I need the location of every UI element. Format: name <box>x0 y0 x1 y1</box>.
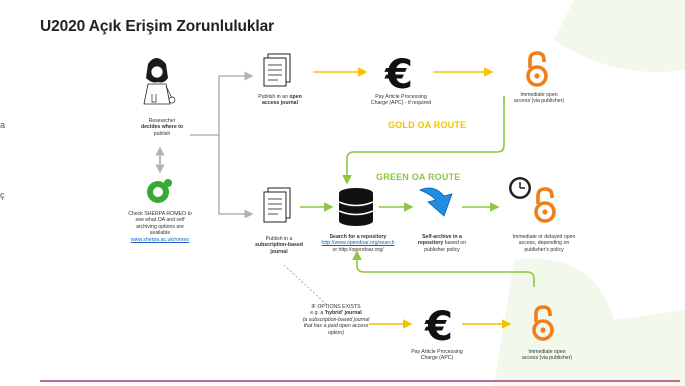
repository-caption: Search for a repository http://www.opend… <box>320 234 396 253</box>
immediate-top-line2: access (via publisher) <box>513 98 565 105</box>
apc-top-line1: Pay Article Processing <box>375 94 427 100</box>
open-access-icon-bottom <box>532 305 554 341</box>
self-archive-line2b: based on <box>444 240 467 247</box>
arrow-to-subscription-journal <box>218 135 254 219</box>
diagram-graphics: € <box>143 0 685 386</box>
sherpa-line4: available <box>149 230 171 237</box>
edge-char-a: a <box>0 120 6 130</box>
green-return-connector <box>352 250 535 287</box>
subscription-line1: Publish in a <box>265 236 293 242</box>
hybrid-line4: that has a paid open access <box>303 323 369 330</box>
self-archive-line3: publisher policy <box>424 246 460 253</box>
immediate-bottom-caption: Immediate open access (via publisher) <box>514 349 580 362</box>
bg-shape-bottom <box>494 258 685 386</box>
apc-bottom-line2: Charge (APC) <box>420 355 454 362</box>
hybrid-line2a: e.g. a <box>310 310 324 317</box>
subscription-line2: subscription-based <box>255 242 303 249</box>
hybrid-line3: (a subscription-based journal <box>302 316 370 323</box>
open-journal-line2: access journal <box>261 100 299 107</box>
immediate-top-line1: Immediate open <box>520 92 558 98</box>
open-journal-line1: Publish in an <box>258 94 288 100</box>
open-access-icon-middle <box>534 187 556 223</box>
bottom-accent-rule <box>40 380 680 382</box>
researcher-line3: publish <box>153 130 171 137</box>
gold-oa-route-label: GOLD OA ROUTE <box>388 120 467 130</box>
sherpa-romeo-icon <box>147 179 172 203</box>
delayed-line2: access, depending on <box>518 240 570 247</box>
clock-icon <box>509 177 531 199</box>
apc-top-line2: Charge (APC) - if required <box>370 100 432 107</box>
hybrid-caption: IF OPTIONS EXISTS e.g. a 'hybrid' journa… <box>296 304 376 336</box>
slide: U2020 Açık Erişim Zorunluluklar <box>14 0 685 386</box>
green-oa-route-label: GREEN OA ROUTE <box>376 172 461 182</box>
delayed-line1: Immediate or delayed open <box>512 234 576 240</box>
sherpa-line1: Check SHERPA ROMEO to <box>128 211 192 217</box>
sherpa-line3: archiving options are <box>136 223 184 230</box>
self-archive-line2: repository <box>417 240 444 247</box>
hybrid-line5: option) <box>328 329 344 336</box>
euro-icon-top: € <box>384 52 413 98</box>
subscription-journal-caption: Publish in a subscription-based journal <box>250 236 308 255</box>
immediate-bottom-line1: Immediate open <box>528 349 566 355</box>
apc-top-caption: Pay Article Processing Charge (APC) - if… <box>366 94 436 107</box>
delayed-caption: Immediate or delayed open access, depend… <box>506 234 582 253</box>
hybrid-line1: IF OPTIONS EXISTS <box>311 304 361 310</box>
bg-shape-top <box>554 0 685 72</box>
sherpa-caption: Check SHERPA ROMEO to see what OA and se… <box>120 211 200 243</box>
dashed-connector <box>283 264 327 305</box>
slide-title: U2020 Açık Erişim Zorunluluklar <box>40 18 275 35</box>
repository-link[interactable]: http://www.opendoar.org/search <box>321 240 395 247</box>
self-archive-caption: Self-archive in a repository based on pu… <box>410 234 474 253</box>
sherpa-line2: see what OA and self <box>135 217 185 224</box>
database-icon <box>338 188 374 226</box>
green-route-connector <box>347 96 505 183</box>
immediate-bottom-line2: access (via publisher) <box>521 355 573 362</box>
document-icon-top <box>263 53 291 87</box>
euro-icon-bottom: € <box>424 304 453 350</box>
self-archive-line1: Self-archive in a <box>422 234 462 240</box>
apc-bottom-line1: Pay Article Processing <box>411 349 463 355</box>
immediate-top-caption: Immediate open access (via publisher) <box>504 92 574 105</box>
subscription-line3: journal <box>270 248 288 255</box>
edge-char-c: ç <box>0 190 5 200</box>
open-access-icon-top <box>526 51 548 87</box>
researcher-line2: decides where to <box>140 124 184 131</box>
arrow-to-open-journal <box>190 71 254 136</box>
document-icon-middle <box>263 187 291 223</box>
open-journal-line1-bold: open <box>289 94 302 100</box>
researcher-caption: Researcher decides where to publish <box>132 118 192 137</box>
self-archive-arrow-icon <box>418 187 453 217</box>
sherpa-link[interactable]: www.sherpa.ac.uk/romeo <box>130 236 190 243</box>
repository-line1: Search for a repository <box>329 234 387 240</box>
repository-line3: or http://opendoar.org/ <box>332 246 384 253</box>
researcher-icon <box>143 58 176 105</box>
researcher-line1: Researcher <box>148 118 176 124</box>
apc-bottom-caption: Pay Article Processing Charge (APC) <box>402 349 472 362</box>
open-journal-caption: Publish in an open access journal <box>246 94 314 107</box>
delayed-line3: publisher's policy <box>524 246 564 253</box>
hybrid-line2b: 'hybrid' journal <box>324 310 362 317</box>
